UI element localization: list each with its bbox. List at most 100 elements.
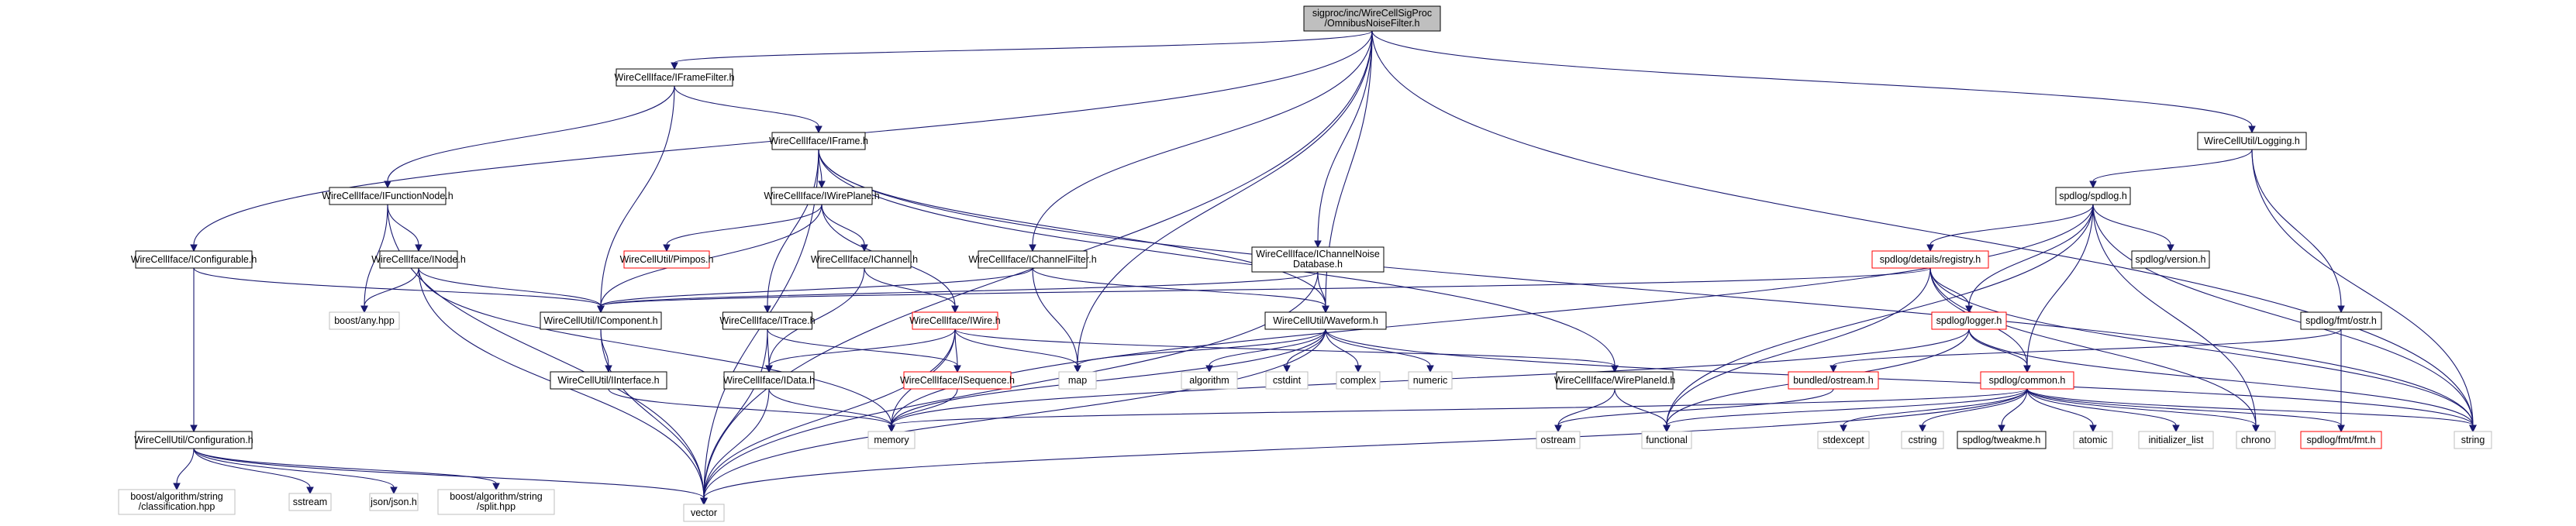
node-box-configuration [135,431,253,449]
node-box-noisedb [1251,246,1385,273]
edge-root-to-string [1371,30,2474,426]
node-iwire[interactable]: WireCellIface/IWire.h [909,311,1001,330]
node-configuration[interactable]: WireCellUtil/Configuration.h [134,431,253,449]
edge-configuration-to-json [193,448,395,488]
edge-configuration-to-vector [193,448,705,499]
node-boostany: boost/any.hpp [329,311,400,330]
node-label-classification-line-1: /classification.hpp [139,501,216,512]
edge-inode-to-memory [418,267,892,426]
node-inode[interactable]: WireCellIface/INode.h [371,250,466,269]
node-label-fmt-line-0: spdlog/fmt/fmt.h [2307,435,2376,445]
edge-logger-to-string [1968,328,2474,426]
edge-arrowhead-iwire-to-wireplaneid [1611,365,1619,373]
edge-arrowhead-common-to-tweakme [1998,425,2005,433]
node-wireplane[interactable]: WireCellIface/IWirePlane.h [764,187,880,205]
node-configurable[interactable]: WireCellIface/IConfigurable.h [131,250,257,269]
edge-arrowhead-common-to-cstring [1919,425,1926,433]
edge-arrowhead-ichannel-to-iwire [951,305,959,314]
node-logging[interactable]: WireCellUtil/Logging.h [2197,132,2307,150]
node-box-common [1980,371,2074,390]
node-label-root-line-1: /OmnibusNoiseFilter.h [1325,18,1420,29]
node-functionnode[interactable]: WireCellIface/IFunctionNode.h [322,187,453,205]
node-wireplaneid[interactable]: WireCellIface/WirePlaneId.h [1554,371,1675,390]
edge-arrowhead-waveform-to-algorithm [1205,365,1213,373]
edge-arrowhead-configuration-to-vector [700,497,708,506]
node-label-iwire-line-0: WireCellIface/IWire.h [909,315,1000,326]
edge-wireplane-to-component [600,204,822,307]
node-root[interactable]: sigproc/inc/WireCellSigProc/OmnibusNoise… [1303,5,1441,32]
node-box-channelfilter [978,250,1088,269]
edge-arrowhead-waveform-to-map [1074,365,1081,373]
edge-iwire-to-idata [768,328,956,366]
node-box-logging [2197,132,2307,150]
node-label-inode-line-0: WireCellIface/INode.h [371,254,466,265]
node-framefilter[interactable]: WireCellIface/IFrameFilter.h [615,68,735,87]
node-ichannel[interactable]: WireCellIface/IChannel.h [811,250,918,269]
node-spdlog[interactable]: spdlog/spdlog.h [2055,187,2131,205]
edge-bundled-to-ostream [1557,388,1834,426]
node-common[interactable]: spdlog/common.h [1980,371,2074,390]
node-interface[interactable]: WireCellUtil/IInterface.h [550,371,667,390]
edge-isequence-to-memory [891,388,958,426]
edge-arrowhead-root-to-channelfilter [1029,244,1036,253]
node-label-logging-line-0: WireCellUtil/Logging.h [2204,136,2300,146]
edge-framefilter-to-iframe [674,85,819,127]
edge-arrowhead-noisedb-to-waveform [1322,305,1329,314]
edge-framefilter-to-component [600,85,675,307]
node-chrono: chrono [2236,431,2276,449]
node-box-cstdint [1265,371,1309,390]
edge-arrowhead-logging-to-ostr [2337,305,2345,314]
node-stdexcept: stdexcept [1817,431,1870,449]
edge-common-to-tweakme [2001,388,2028,426]
node-memory: memory [867,431,916,449]
edge-iwire-to-isequence [954,328,958,366]
node-label-tweakme-line-0: spdlog/tweakme.h [1963,435,2041,445]
node-box-complex [1336,371,1381,390]
node-itrace[interactable]: WireCellIface/ITrace.h [719,311,816,330]
node-label-initlist-line-0: initializer_list [2149,435,2204,445]
edge-common-to-stdexcept [1843,388,2028,426]
node-channelfilter[interactable]: WireCellIface/IChannelFilter.h [968,250,1097,269]
node-box-memory [867,431,916,449]
node-pimpos[interactable]: WireCellUtil/Pimpos.h [620,250,714,269]
edge-framefilter-to-functionnode [387,85,675,182]
edge-inode-to-boostany [364,267,419,307]
node-box-iframe [771,132,866,150]
node-label-framefilter-line-0: WireCellIface/IFrameFilter.h [615,72,735,83]
edge-wireplaneid-to-functional [1614,388,1667,426]
node-numeric: numeric [1408,371,1453,390]
edge-iframe-to-wireplaneid [818,149,1616,366]
edge-configurable-to-component [193,267,602,307]
node-ostr[interactable]: spdlog/fmt/ostr.h [2300,311,2382,330]
edge-arrowhead-spdlog-to-version [2167,244,2174,253]
node-version[interactable]: spdlog/version.h [2131,250,2210,269]
node-registry[interactable]: spdlog/details/registry.h [1871,250,1989,269]
node-idata[interactable]: WireCellIface/IData.h [723,371,815,390]
node-isequence[interactable]: WireCellIface/ISequence.h [900,371,1015,390]
edge-common-to-fmt [2026,388,2342,426]
edge-logging-to-string [2251,149,2474,426]
node-box-chrono [2236,431,2276,449]
edge-arrowhead-root-to-noisedb [1314,240,1322,249]
node-waveform[interactable]: WireCellUtil/Waveform.h [1264,311,1387,330]
node-box-ostream [1536,431,1581,449]
node-box-waveform [1264,311,1387,330]
node-fmt[interactable]: spdlog/fmt/fmt.h [2300,431,2382,449]
node-component[interactable]: WireCellUtil/IComponent.h [540,311,662,330]
node-label-json-line-0: json/json.h [370,497,417,507]
node-bundled[interactable]: bundled/ostream.h [1788,371,1879,390]
edge-ostr-to-bundled [1833,328,2342,366]
edge-waveform-to-vector [703,328,1326,499]
edge-wireplane-to-pimpos [666,204,822,246]
edge-arrowhead-framefilter-to-iframe [815,125,822,134]
edge-root-to-channelfilter [1032,30,1373,246]
node-tweakme[interactable]: spdlog/tweakme.h [1957,431,2047,449]
edge-registry-to-chrono [1929,267,2257,426]
node-logger[interactable]: spdlog/logger.h [1931,311,2007,330]
node-label-wireplaneid-line-0: WireCellIface/WirePlaneId.h [1554,375,1675,386]
edge-logger-to-common [1968,328,2028,366]
node-box-spdlog [2055,187,2131,205]
node-iframe[interactable]: WireCellIface/IFrame.h [769,132,868,150]
